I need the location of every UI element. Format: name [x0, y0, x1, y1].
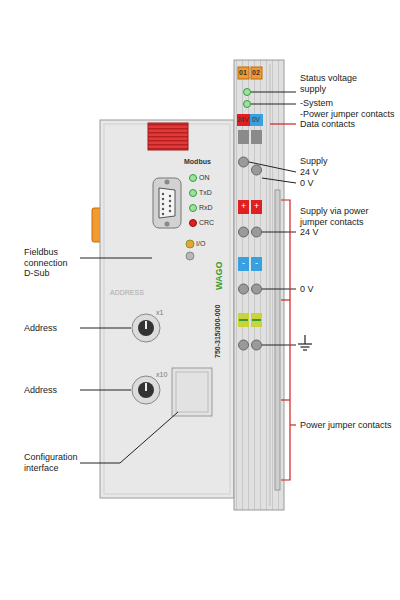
callout-text: 24 V [300, 167, 319, 178]
callout-text: 0 V [300, 284, 314, 295]
switch-label: x10 [156, 371, 167, 379]
callout-text: Supply [300, 156, 328, 167]
led-label: TxD [199, 189, 212, 197]
callout-text: Supply via power jumper contacts [300, 206, 392, 227]
supply-mark: 24V [237, 116, 249, 124]
led-label: RxD [199, 204, 213, 212]
polarity-sign: + [254, 201, 259, 211]
panel-label: ADDRESS [110, 289, 144, 297]
callout-text: Address [24, 323, 57, 334]
callout-text: 24 V [300, 227, 319, 238]
status-number: 01 [239, 69, 247, 77]
supply-mark: 0V [252, 116, 260, 124]
bus-name: Modbus [184, 158, 211, 166]
callout-text: 0 V [300, 178, 314, 189]
callout-text: Status voltage supply [300, 73, 366, 94]
callout-text: Fieldbus connection D-Sub [24, 247, 78, 279]
callout-text: Configuration interface [24, 452, 80, 473]
polarity-sign: + [241, 201, 246, 211]
callout-text: Power jumper contacts [300, 420, 392, 431]
led-label: I/O [196, 240, 205, 248]
callout-text: -Power jumper contacts [300, 109, 395, 120]
brand-logo: WAGO [214, 262, 224, 291]
led-label: CRC [199, 219, 214, 227]
callout-text: Address [24, 385, 57, 396]
polarity-sign: - [242, 258, 245, 268]
callout-text: Data contacts [300, 119, 355, 130]
polarity-sign: - [255, 258, 258, 268]
ground-symbol [298, 335, 312, 350]
switch-label: x1 [156, 309, 163, 317]
part-number: 750-315/300-000 [214, 305, 222, 358]
led-label: ON [199, 174, 210, 182]
status-number: 02 [252, 69, 260, 77]
callout-text: -System [300, 98, 333, 109]
